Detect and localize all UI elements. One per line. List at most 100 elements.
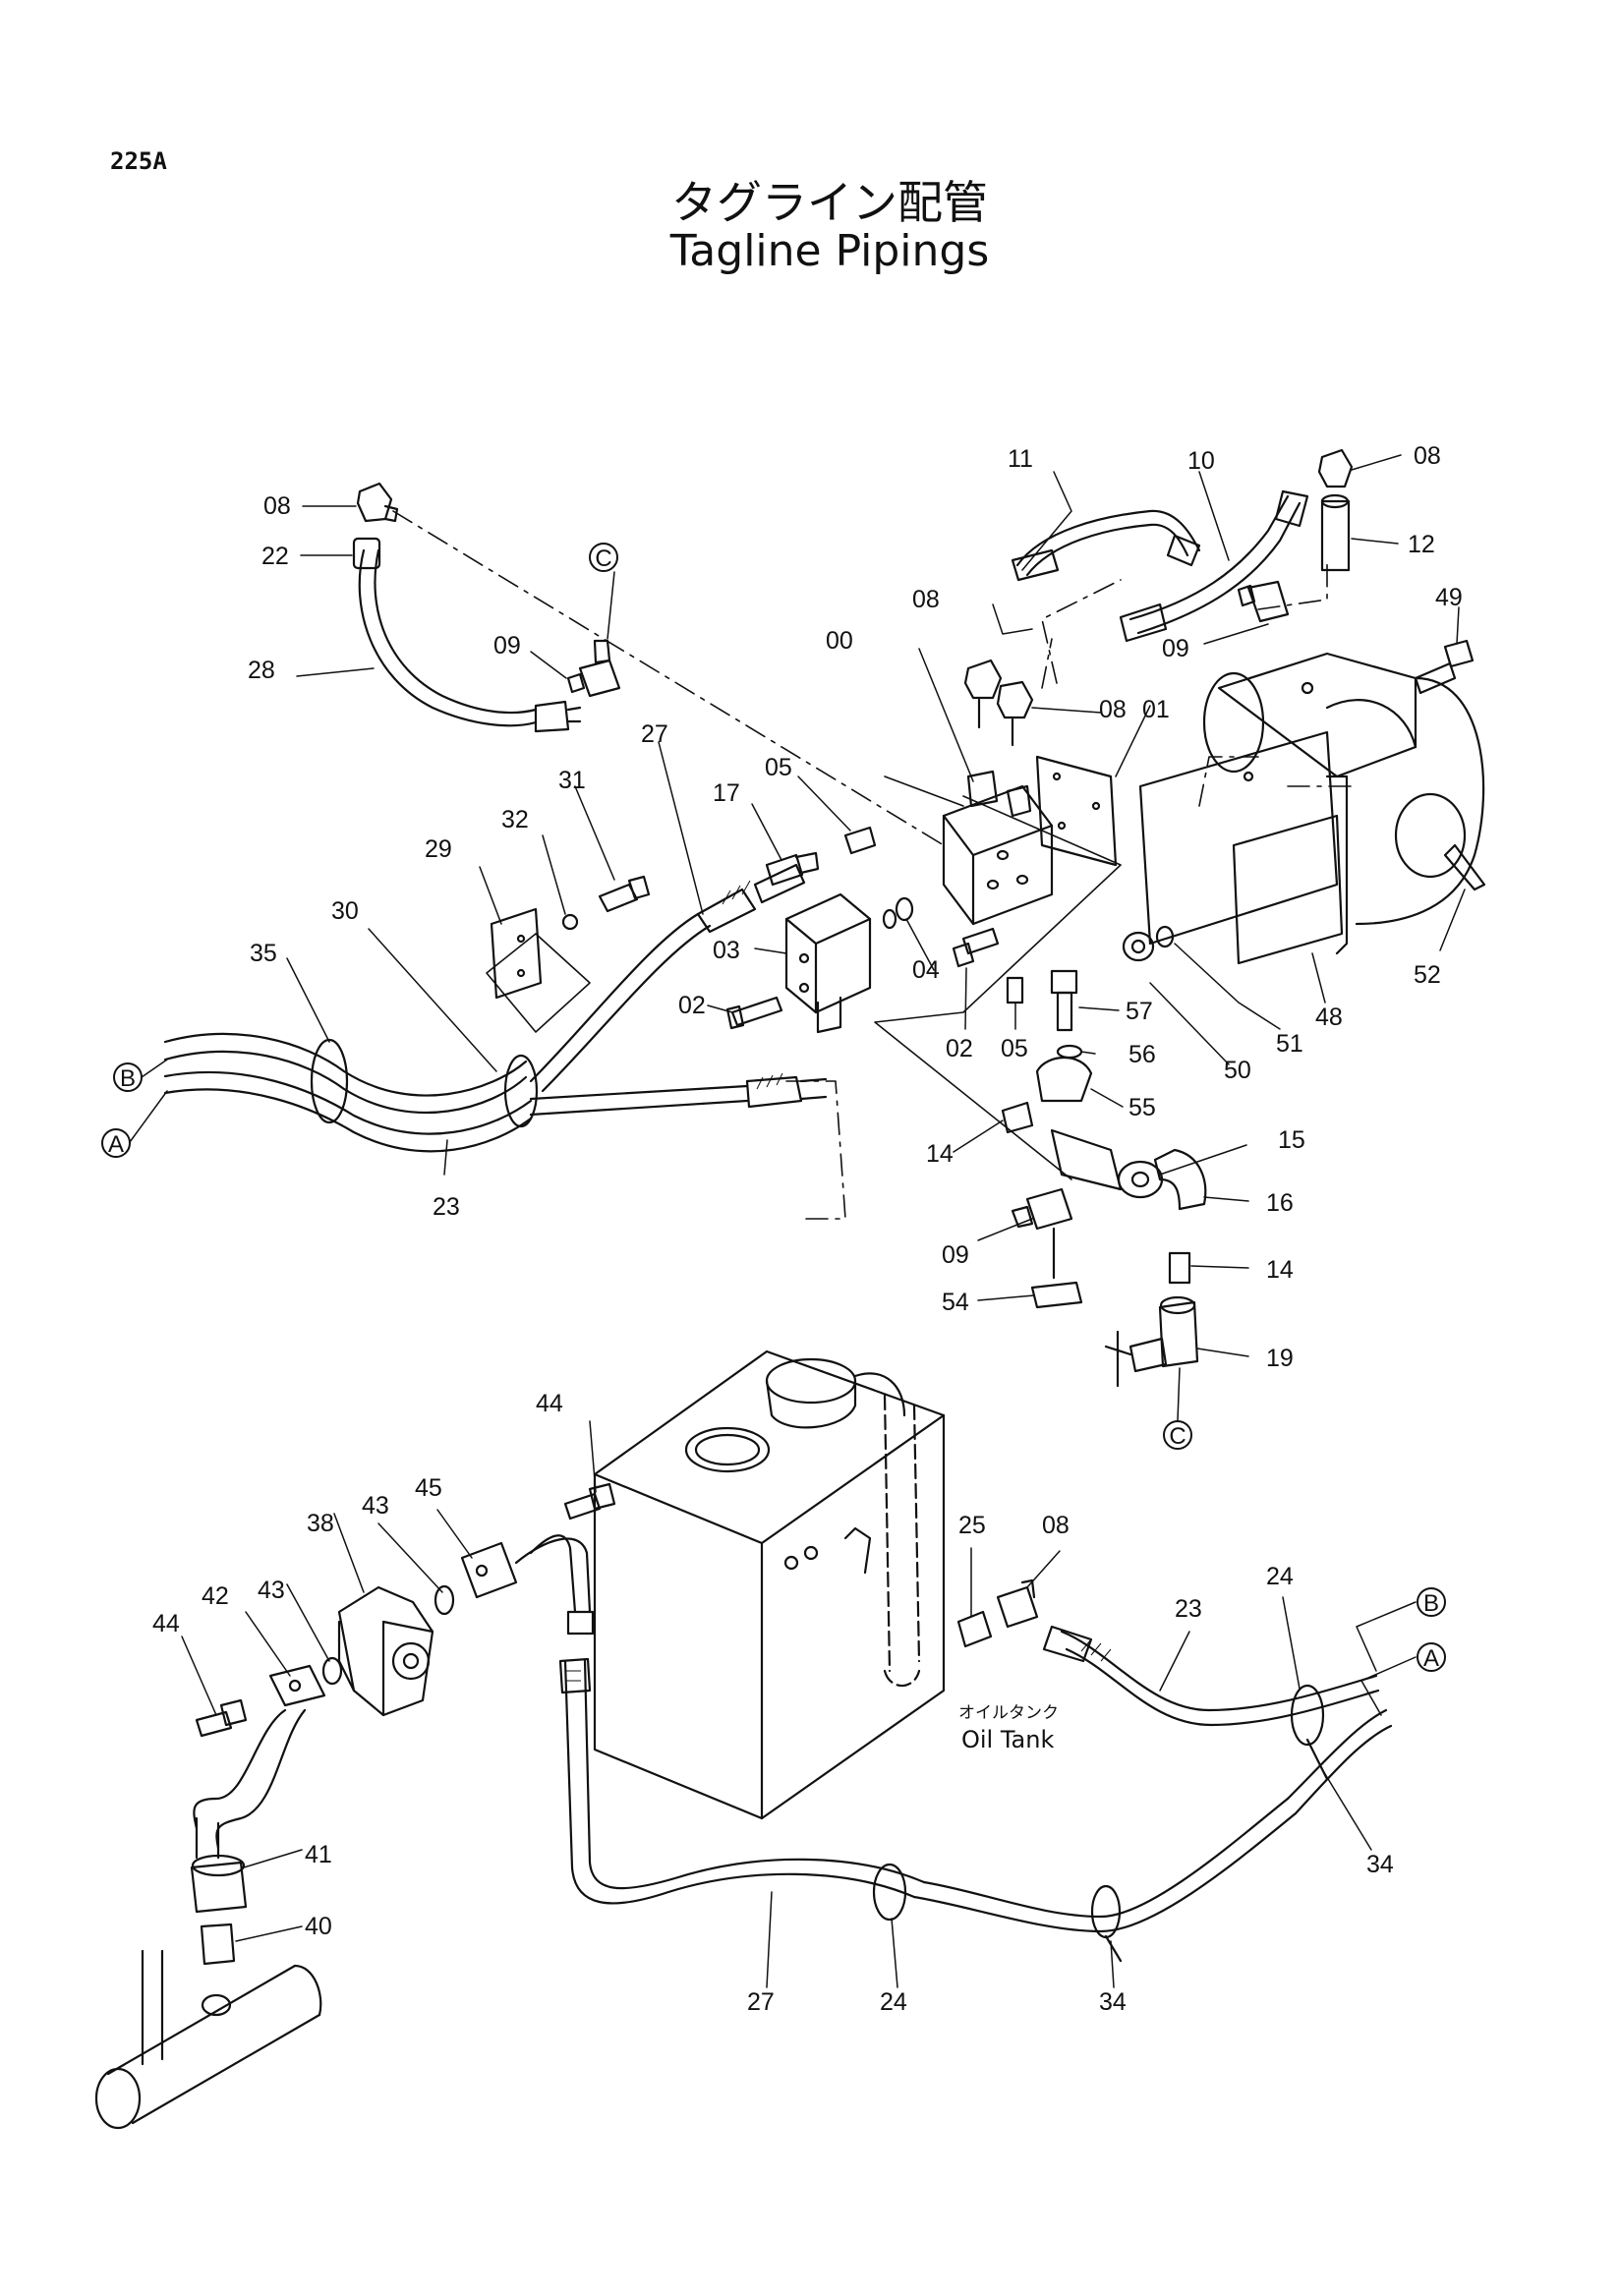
elbow-fittings-08-middle	[963, 659, 1034, 747]
connector-markers: C C B A B A	[101, 543, 1446, 1672]
hose-10	[1119, 489, 1309, 643]
nipple-14-upper	[1001, 1101, 1034, 1134]
callout: 12	[1408, 531, 1435, 558]
connector-a-left: A	[101, 1128, 131, 1158]
callout: 03	[713, 937, 740, 964]
tee-fitting-09-upper	[566, 639, 621, 698]
oil-tank-label-jp: オイルタンク	[958, 1703, 1059, 1723]
callout: 19	[1266, 1345, 1294, 1372]
callout: 40	[305, 1913, 332, 1940]
callout: 09	[1162, 635, 1189, 662]
callout: 24	[1266, 1563, 1294, 1590]
callout: 41	[305, 1841, 332, 1868]
callout: 09	[493, 632, 521, 660]
callout: 48	[1315, 1004, 1343, 1031]
callout: 56	[1128, 1041, 1156, 1068]
hose-27-lower	[558, 1657, 1298, 1933]
hose-bundle-lower	[1042, 1625, 1393, 1963]
elbow-fitting-09-lower	[1011, 1187, 1073, 1280]
flange-42	[268, 1664, 326, 1707]
plate-48	[1138, 730, 1349, 965]
callout: 23	[433, 1193, 460, 1221]
callout: 22	[261, 543, 289, 570]
tee-15	[1050, 1128, 1164, 1199]
oil-tank	[593, 1349, 946, 1820]
callout: 02	[678, 992, 706, 1019]
callout: 17	[713, 779, 740, 807]
bolt-57	[1050, 969, 1078, 1032]
o-ring-43-lower	[321, 1656, 343, 1686]
callout: 01	[1142, 696, 1170, 723]
clamp-24-lower	[872, 1863, 907, 1922]
connector-b-right-label: B	[1423, 1590, 1439, 1617]
callout: 24	[880, 1988, 907, 2016]
callout: 38	[307, 1510, 334, 1537]
elbow-fitting-08-left	[356, 482, 399, 523]
hose-bundle-upper	[163, 1032, 828, 1153]
hose-hatching	[565, 880, 1112, 1682]
winch-drum	[1202, 652, 1486, 926]
elbow-fitting-08-top-right	[1317, 448, 1354, 488]
bracket-54	[1030, 1281, 1083, 1309]
callout: 08	[263, 492, 291, 520]
connector-b-left: B	[113, 1062, 143, 1092]
clamp-55	[1035, 1057, 1093, 1103]
nipple-25	[956, 1610, 993, 1648]
stop-valve-19	[1104, 1295, 1199, 1388]
callout: 31	[558, 767, 586, 794]
callout: 35	[250, 940, 277, 967]
plug-05	[843, 826, 1024, 1004]
callout: 34	[1366, 1851, 1394, 1878]
callout: 50	[1224, 1057, 1251, 1084]
callout: 09	[942, 1241, 969, 1269]
hose-28	[352, 537, 582, 733]
hose-11	[1011, 509, 1201, 582]
spacer-12	[1320, 493, 1351, 572]
connector-c-top: C	[589, 543, 618, 572]
callout: 44	[536, 1390, 563, 1417]
fitting-17	[765, 851, 820, 887]
connector-a-right: A	[1417, 1642, 1446, 1672]
connector-b-left-label: B	[120, 1065, 136, 1092]
elbow-16	[1153, 1148, 1207, 1211]
connector-c-bottom: C	[1163, 1420, 1192, 1450]
connector-c-top-label: C	[595, 545, 611, 572]
washer-51	[1155, 925, 1175, 948]
main-pipe	[94, 1949, 322, 2130]
callout: 32	[501, 806, 529, 833]
hose-27-upper	[529, 863, 806, 1093]
callout: 14	[1266, 1256, 1294, 1284]
elbow-fitting-09-right	[1237, 580, 1290, 623]
connector-c-bottom-label: C	[1169, 1423, 1186, 1450]
callout: 05	[1001, 1035, 1028, 1062]
callout: 08	[912, 586, 940, 613]
connector-a-right-label: A	[1423, 1645, 1439, 1672]
elbow-fitting-08-lower	[996, 1578, 1039, 1629]
nut-50	[1122, 931, 1155, 962]
suction-pipe-45	[460, 1534, 595, 1636]
o-rings-04	[882, 896, 914, 930]
callout: 16	[1266, 1189, 1294, 1217]
assembly-lines	[486, 775, 1122, 1180]
plate-01	[1035, 755, 1118, 867]
callout: 05	[765, 754, 792, 781]
callout: 34	[1099, 1988, 1127, 2016]
bolts-02	[725, 927, 1000, 1030]
plate-29	[490, 907, 543, 1000]
callout: 44	[152, 1610, 180, 1637]
callout: 55	[1128, 1094, 1156, 1121]
callout: 04	[912, 956, 940, 984]
callout: 25	[958, 1512, 986, 1539]
callout: 14	[926, 1140, 954, 1168]
part-callouts: 08 22 28 09 27 31 32 29 30 35 23 17 05 0…	[152, 442, 1463, 2016]
callout: 23	[1175, 1595, 1202, 1623]
block-03	[784, 892, 872, 1034]
callout: 27	[747, 1988, 775, 2016]
bolt-49	[1414, 639, 1475, 695]
callout: 08	[1099, 696, 1127, 723]
bolt-44-lower	[195, 1698, 248, 1738]
callout: 11	[1008, 445, 1033, 473]
adapter-40	[200, 1923, 236, 1966]
callout: 52	[1414, 961, 1441, 989]
callout: 43	[362, 1492, 389, 1520]
